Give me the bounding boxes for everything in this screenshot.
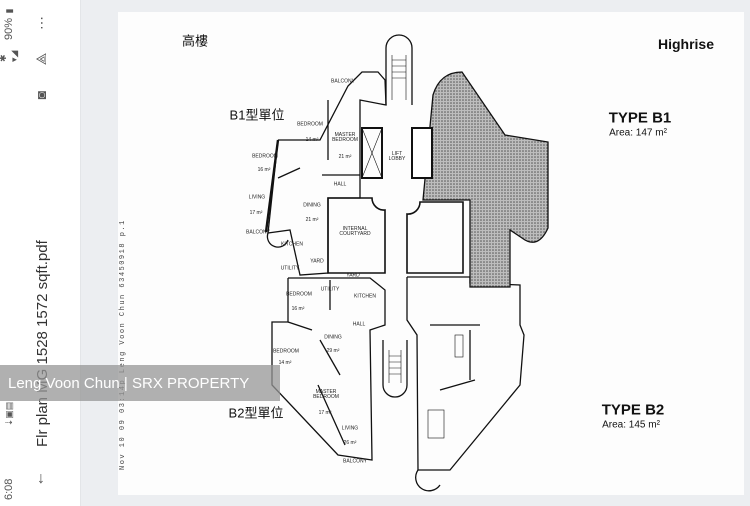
arrow-back-icon[interactable]: ↓ <box>37 470 45 487</box>
room-label: BEDROOM <box>252 153 278 160</box>
b1-label-cn: B1型單位 <box>229 107 285 123</box>
room-area: 14 m² <box>305 137 319 143</box>
room-label: BALCONY <box>331 78 355 85</box>
room-label: LIVING <box>341 425 359 432</box>
b2-label-cn: B2型單位 <box>228 405 284 421</box>
room-label: DINING <box>324 334 342 341</box>
room-area: 16 m² <box>257 167 271 173</box>
room-area: 17 m² <box>249 210 263 216</box>
type-b2-title: TYPE B2 <box>601 401 665 419</box>
room-area: 17 m² <box>318 410 332 416</box>
pdf-page <box>118 12 744 495</box>
b2-left-unit <box>271 277 386 461</box>
room-area: 16 m² <box>291 306 305 312</box>
room-label: MASTER BEDROOM <box>313 389 339 400</box>
room-label: UTILITY <box>320 286 340 293</box>
internal-courtyard-right <box>406 201 464 274</box>
room-area: 14 m² <box>278 360 292 366</box>
type-b1-area: Area: 147 m² <box>609 127 667 139</box>
heading-cn: 高樓 <box>181 33 209 49</box>
heading-highrise: Highrise <box>657 36 715 52</box>
room-area: 21 m² <box>305 217 319 223</box>
bottom-staircase <box>382 340 408 398</box>
room-label: INTERNAL COURTYARD <box>339 226 371 237</box>
top-staircase <box>385 34 413 105</box>
type-b1-shaded-unit <box>422 71 549 288</box>
room-label: LIVING <box>248 194 266 201</box>
b1-left-unit <box>267 71 387 276</box>
b2-right-unit <box>406 276 525 471</box>
room-label: BEDROOM <box>286 291 312 298</box>
room-label: KITCHEN <box>281 241 303 248</box>
room-label: HALL <box>352 321 366 328</box>
room-label: KITCHEN <box>354 293 376 300</box>
internal-courtyard-left <box>327 197 386 274</box>
room-label: LIFT LOBBY <box>388 151 406 162</box>
fax-header: Nov 10 09 03:14p Leng Voon Chun 63450918… <box>119 219 127 470</box>
room-label: BALCONY <box>246 229 270 236</box>
room-area: 26 m² <box>343 440 357 446</box>
room-area: 29 m² <box>326 348 340 354</box>
type-b1-title: TYPE B1 <box>608 109 672 127</box>
watermark-text: Leng Voon Chun | SRX PROPERTY <box>8 374 250 392</box>
room-label: DINING <box>303 202 321 209</box>
type-b2-area: Area: 145 m² <box>602 419 660 431</box>
room-label: HALL <box>333 181 347 188</box>
room-label: YARD <box>310 258 324 265</box>
watermark-banner: Leng Voon Chun | SRX PROPERTY <box>0 365 280 401</box>
viewer-sidebar: 90% ✱ ▾◢ ▮ 6:08 ⇣▣▤ ⋯ ⟁ ◙ Flr plan MG 15… <box>0 0 81 506</box>
room-label: UTILITY <box>280 265 300 272</box>
room-label: BEDROOM <box>297 121 323 128</box>
room-label: BEDROOM <box>273 348 299 355</box>
room-label: YARD <box>346 272 360 279</box>
room-area: 21 m² <box>338 154 352 160</box>
room-label: MASTER BEDROOM <box>332 132 358 143</box>
room-label: BALCONY <box>343 458 367 465</box>
